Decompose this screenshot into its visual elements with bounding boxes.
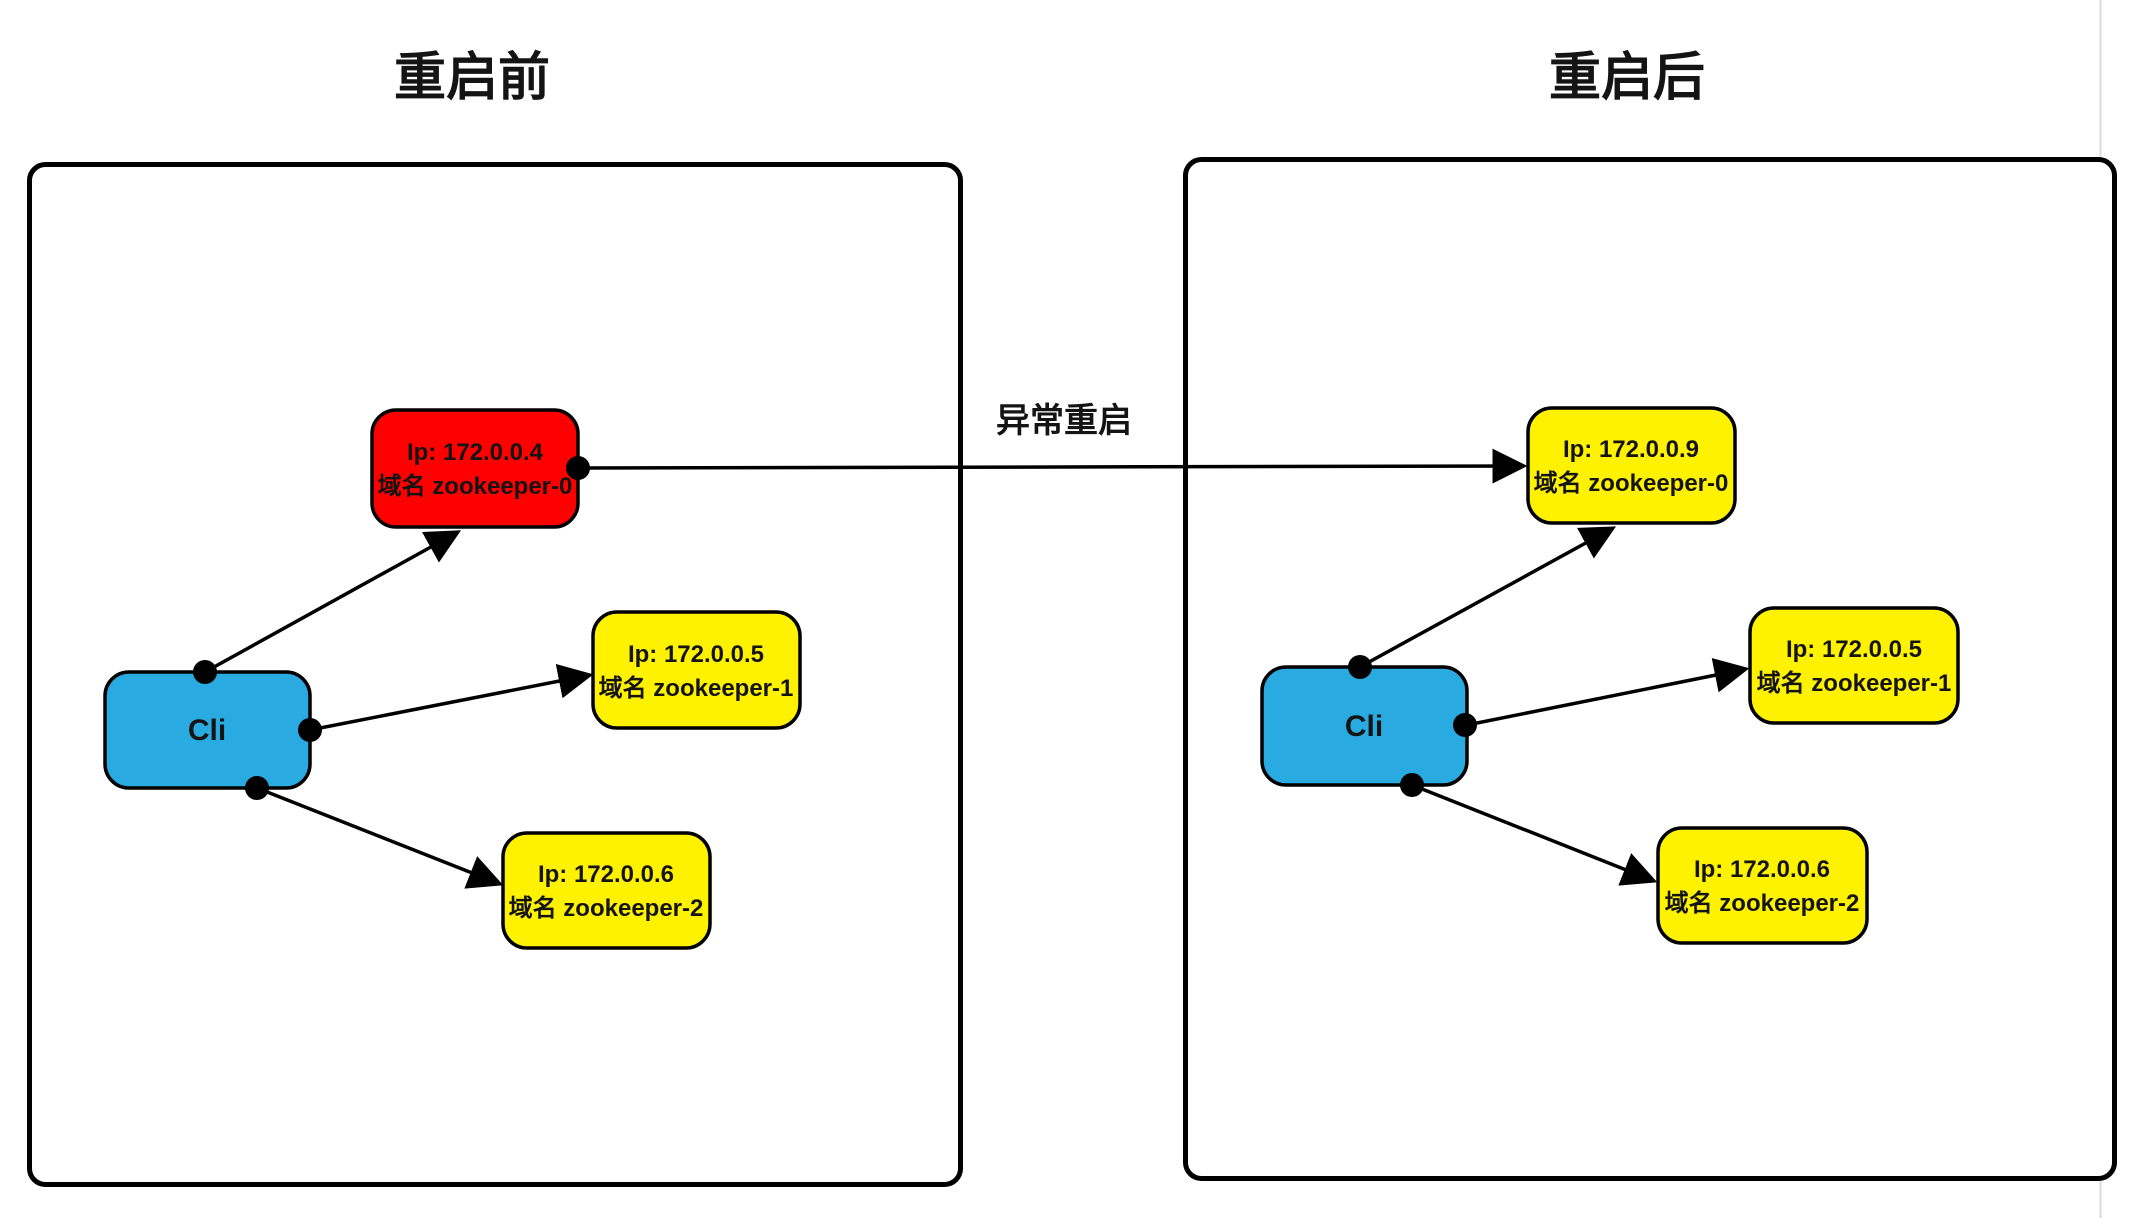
edge-cli-to-zookeeper-1-after [1466, 658, 1750, 727]
node-zookeeper-0-before-domain: 域名 zookeeper-0 [378, 472, 573, 500]
node-zookeeper-1-after: Ip: 172.0.0.5 域名 zookeeper-1 [1748, 606, 1960, 725]
abnormal-restart-label: 异常重启 [996, 402, 1132, 440]
edge-cli-to-zookeeper-1-before [309, 663, 594, 732]
edge-cli-to-zookeeper-0-after [1359, 526, 1617, 669]
node-zookeeper-1-after-domain: 域名 zookeeper-1 [1757, 669, 1952, 697]
node-cli-before-label: Cli [188, 714, 226, 747]
node-zookeeper-2-after: Ip: 172.0.0.6 域名 zookeeper-2 [1656, 826, 1869, 945]
node-zookeeper-2-after-ip: Ip: 172.0.0.6 [1694, 856, 1830, 883]
node-cli-after-label: Cli [1345, 710, 1383, 743]
node-zookeeper-0-before: Ip: 172.0.0.4 域名 zookeeper-0 [370, 408, 580, 529]
connection-dot [1348, 655, 1372, 679]
node-zookeeper-2-after-domain: 域名 zookeeper-2 [1665, 889, 1860, 917]
node-zookeeper-1-before-domain: 域名 zookeeper-1 [599, 674, 794, 702]
edge-abnormal-restart [577, 448, 1528, 484]
node-cli-before: Cli [103, 670, 312, 790]
node-zookeeper-1-before-ip: Ip: 172.0.0.5 [628, 641, 764, 668]
node-zookeeper-0-before-ip: Ip: 172.0.0.4 [407, 439, 544, 466]
node-cli-after: Cli [1260, 665, 1469, 787]
node-zookeeper-0-after-domain: 域名 zookeeper-0 [1534, 469, 1729, 497]
connection-dot [1400, 773, 1424, 797]
panel-before-title: 重启前 [394, 49, 550, 107]
connection-dot [1453, 713, 1477, 737]
panel-before [27, 162, 963, 1187]
node-zookeeper-0-after-ip: Ip: 172.0.0.9 [1563, 436, 1699, 463]
panel-after [1183, 157, 2117, 1181]
connection-dot [298, 718, 322, 742]
node-zookeeper-1-after-ip: Ip: 172.0.0.5 [1786, 636, 1922, 663]
connection-dot [193, 660, 217, 684]
node-zookeeper-2-before: Ip: 172.0.0.6 域名 zookeeper-2 [501, 831, 712, 950]
node-zookeeper-2-before-ip: Ip: 172.0.0.6 [538, 861, 674, 888]
connection-dot [566, 456, 590, 480]
node-zookeeper-1-before: Ip: 172.0.0.5 域名 zookeeper-1 [591, 610, 802, 730]
panel-after-title: 重启后 [1549, 49, 1705, 107]
edge-cli-to-zookeeper-2-after [1411, 783, 1658, 886]
edge-cli-to-zookeeper-2-before [256, 786, 504, 889]
node-zookeeper-0-after: Ip: 172.0.0.9 域名 zookeeper-0 [1526, 406, 1737, 525]
edge-cli-to-zookeeper-0-before [204, 530, 462, 674]
connection-dot [245, 776, 269, 800]
node-zookeeper-2-before-domain: 域名 zookeeper-2 [509, 894, 704, 922]
